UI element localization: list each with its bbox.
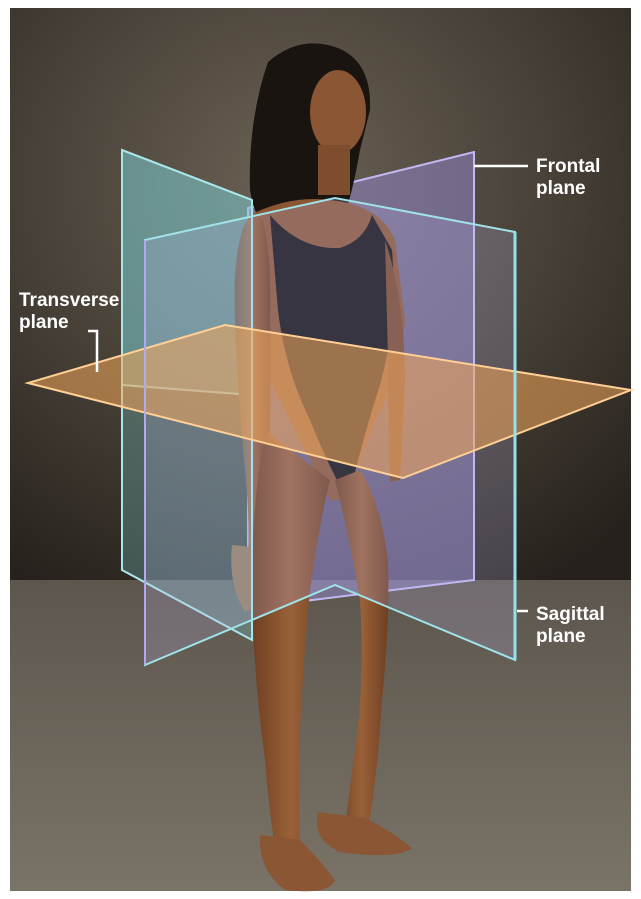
transverse-label-line1: Transverse <box>19 290 119 312</box>
sagittal-plane-label: Sagittal plane <box>536 604 605 648</box>
frontal-plane-label: Frontal plane <box>536 156 600 200</box>
sagittal-label-line1: Sagittal <box>536 604 605 626</box>
frontal-label-line1: Frontal <box>536 156 600 178</box>
transverse-plane-label: Transverse plane <box>19 290 119 334</box>
transverse-label-line2: plane <box>19 312 119 334</box>
frontal-label-line2: plane <box>536 178 600 200</box>
sagittal-label-line2: plane <box>536 626 605 648</box>
